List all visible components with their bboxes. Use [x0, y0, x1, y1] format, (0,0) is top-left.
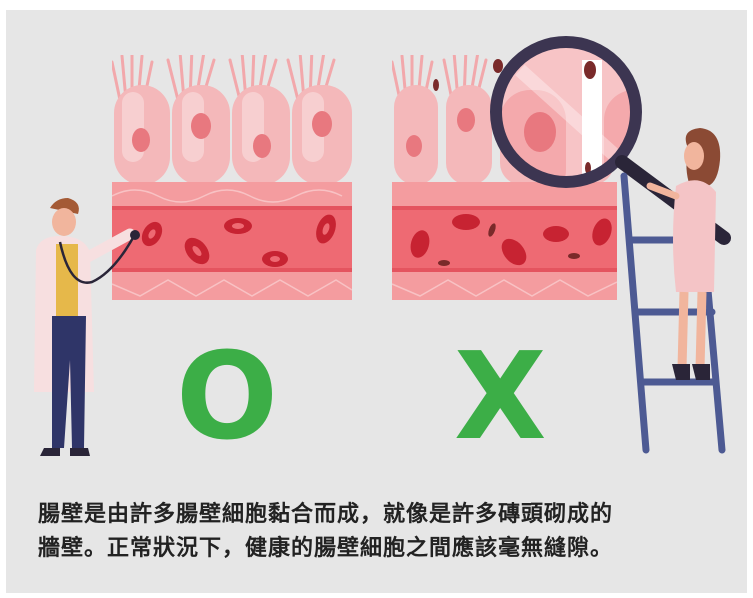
caption-line-2: 牆壁。正常狀況下，健康的腸壁細胞之間應該毫無縫隙。: [38, 532, 738, 566]
correct-mark: O: [176, 338, 278, 458]
healthy-intestinal-wall: [112, 48, 352, 300]
caption: 腸壁是由許多腸壁細胞黏合而成，就像是許多磚頭砌成的 牆壁。正常狀況下，健康的腸壁…: [38, 498, 738, 566]
incorrect-mark: X: [454, 338, 547, 458]
doctor-illustration: [34, 198, 140, 456]
caption-line-1: 腸壁是由許多腸壁細胞黏合而成，就像是許多磚頭砌成的: [38, 498, 738, 532]
